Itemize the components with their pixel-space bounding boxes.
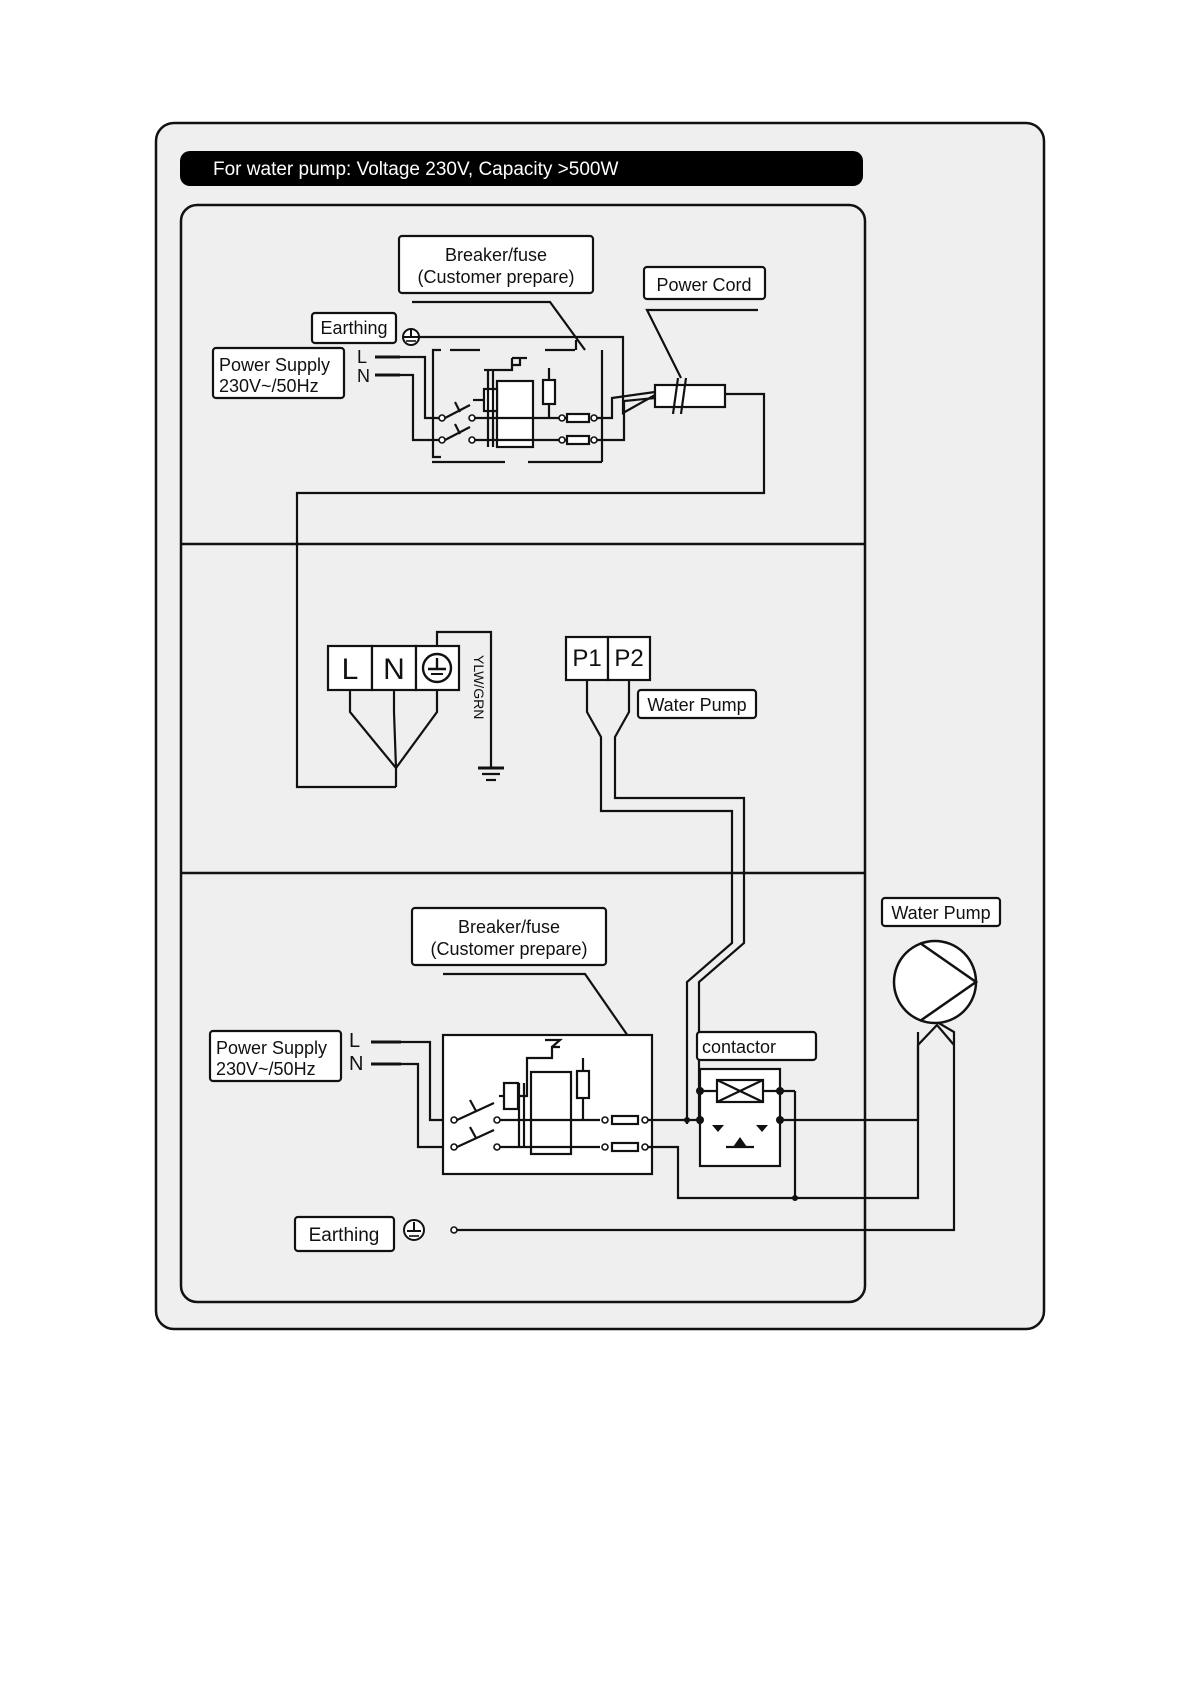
- power-supply-2-line1: Power Supply: [216, 1038, 327, 1058]
- water-pump-label: Water Pump: [891, 903, 990, 923]
- power-supply-line2: 230V~/50Hz: [219, 376, 319, 396]
- relay-coil-2: [531, 1072, 571, 1154]
- header-title: For water pump: Voltage 230V, Capacity >…: [213, 159, 618, 180]
- breaker-label-2-line1: Breaker/fuse: [458, 917, 560, 937]
- contactor-label: contactor: [702, 1037, 776, 1057]
- supply-l-letter: L: [357, 347, 367, 367]
- power-supply-line1: Power Supply: [219, 355, 330, 375]
- power-cord-plug: [655, 385, 725, 407]
- power-cord-label: Power Cord: [656, 275, 751, 295]
- supply-n-letter: N: [357, 366, 370, 386]
- terminal-n-label: N: [383, 653, 405, 686]
- breaker-label-line1: Breaker/fuse: [445, 245, 547, 265]
- relay-coil: [497, 381, 533, 447]
- supply-2-n-letter: N: [349, 1053, 363, 1075]
- fuse-n-2: [612, 1143, 638, 1151]
- fuse-l: [567, 414, 589, 422]
- breaker-label-2-line2: (Customer prepare): [430, 939, 587, 959]
- fuse-n: [567, 436, 589, 444]
- earthing-label-2: Earthing: [309, 1225, 380, 1246]
- fuse-l-2: [612, 1116, 638, 1124]
- power-supply-2-line2: 230V~/50Hz: [216, 1059, 316, 1079]
- supply-2-l-letter: L: [349, 1030, 360, 1052]
- breaker-label-line2: (Customer prepare): [417, 267, 574, 287]
- ylw-grn-label: YLW/GRN: [471, 655, 487, 719]
- terminal-p2-label: P2: [614, 645, 643, 672]
- water-pump-terminal-label: Water Pump: [647, 695, 746, 715]
- terminal-p1-label: P1: [572, 645, 601, 672]
- terminal-l-label: L: [342, 653, 359, 686]
- earthing-label: Earthing: [320, 318, 387, 338]
